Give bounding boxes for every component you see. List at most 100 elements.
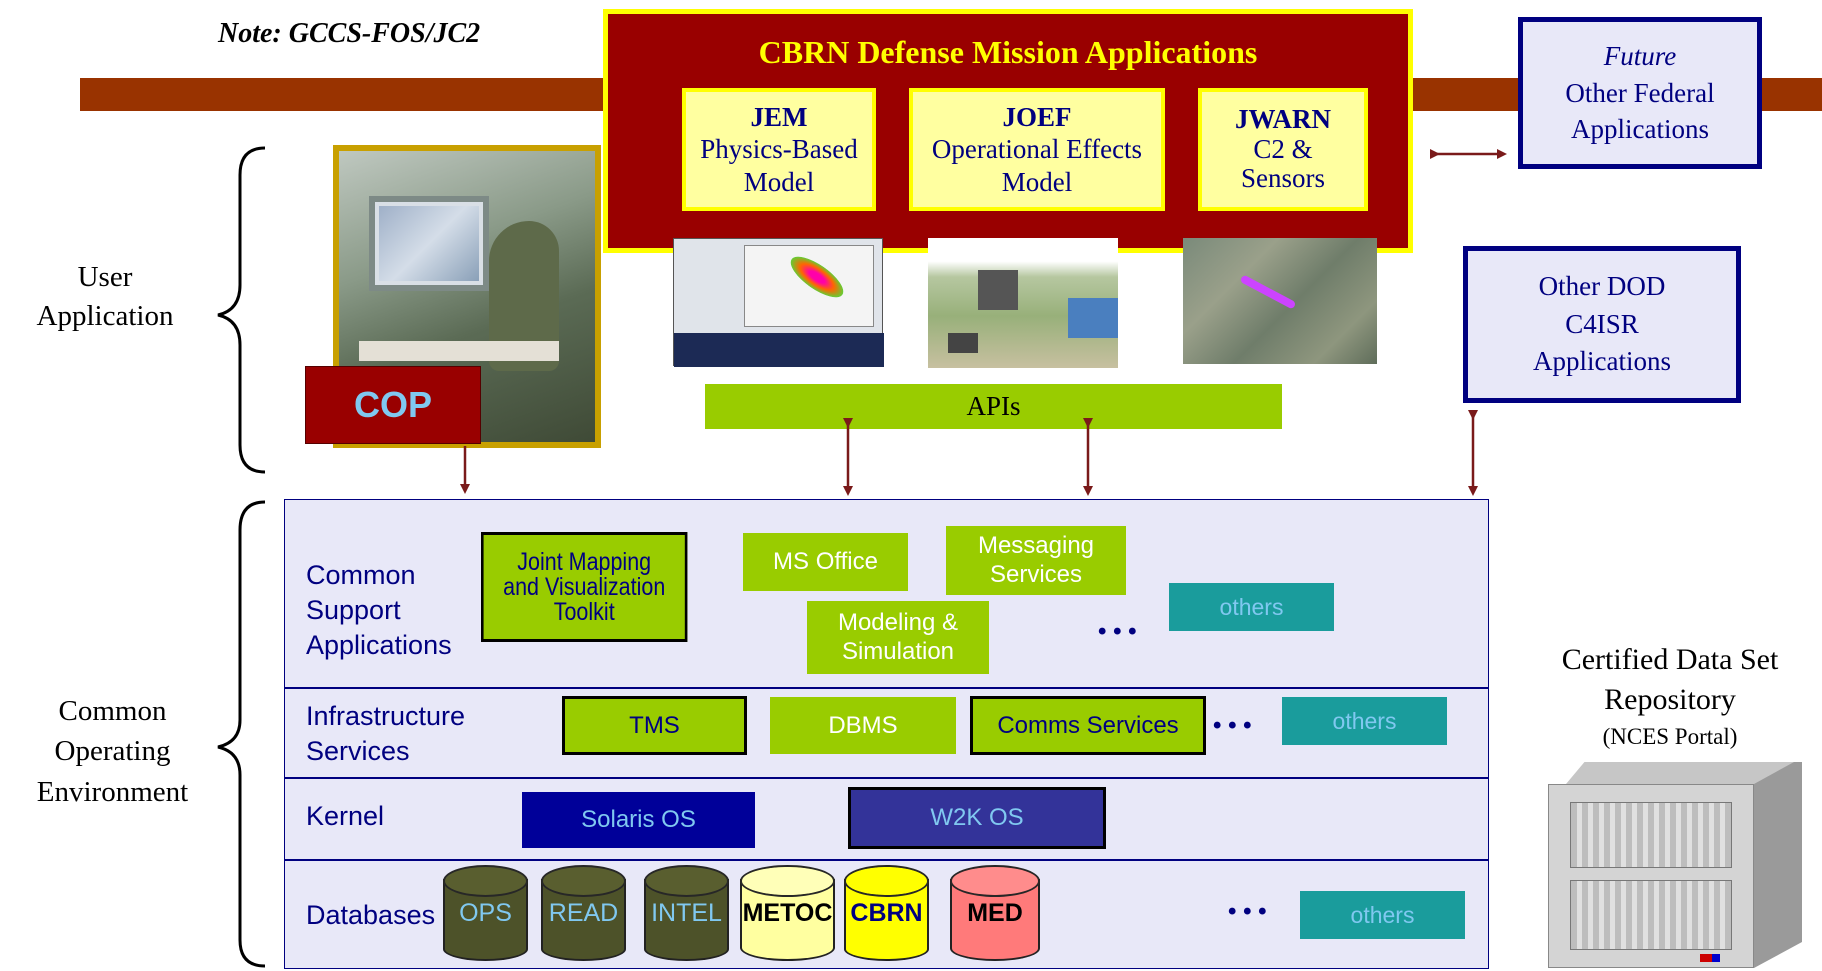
database-label: METOC [742,899,833,927]
messaging-line: Messaging [977,531,1095,559]
cop-label: COP [353,384,432,425]
joef-effects-screenshot [928,238,1118,368]
user-app-brace [217,146,266,474]
database-cylinder[interactable]: METOC [740,865,835,961]
joef-name: JOEF [1002,101,1072,132]
mission-title: CBRN Defense Mission Applications [758,34,1258,70]
layer-separator [285,777,1488,779]
future-federal-box[interactable]: Future Other Federal Applications [1518,17,1762,169]
csa-ellipsis: • • • [1098,618,1137,645]
db-others-box[interactable]: others [1300,891,1465,939]
csa-label-line: Support [306,595,401,626]
jem-name: JEM [750,101,808,132]
future-line1: Other Federal [1565,77,1715,108]
coe-line2: Operating [54,735,171,768]
coe-line1: Common [58,694,167,727]
csa-label: Common Support Applications [306,558,452,663]
user-application-label: User Application [37,252,174,342]
database-cylinder[interactable]: OPS [443,865,528,961]
ms-office-box[interactable]: MS Office [743,533,908,591]
csa-label-line: Applications [306,630,452,661]
infra-others-label: others [1332,707,1397,734]
jem-box[interactable]: JEM Physics-Based Model [682,88,876,211]
ms-office-label: MS Office [773,548,878,575]
modeling-line: Simulation [841,637,955,665]
joef-box[interactable]: JOEF Operational Effects Model [909,88,1165,211]
apis-bar[interactable]: APIs [705,384,1282,429]
infra-ellipsis: • • • [1213,712,1252,739]
db-others-label: others [1350,901,1415,928]
dod-line2: C4ISR [1565,308,1639,339]
database-label: INTEL [651,899,722,927]
jmvt-box[interactable]: Joint Mapping and Visualization Toolkit [481,532,688,642]
repo-line3: (NCES Portal) [1602,723,1738,749]
database-label: READ [548,899,619,927]
coe-label: Common Operating Environment [15,684,210,819]
repo-line1: Certified Data Set [1561,642,1779,676]
coe-line3: Environment [36,775,189,808]
comms-box[interactable]: Comms Services [970,696,1206,755]
csa-others-box[interactable]: others [1169,583,1334,631]
w2k-label: W2K OS [930,804,1024,831]
database-label: OPS [459,899,512,927]
dod-line1: Other DOD [1538,270,1666,301]
layer-separator [285,687,1488,689]
solaris-box[interactable]: Solaris OS [522,792,755,848]
database-cylinder[interactable]: MED [950,865,1040,961]
server-icon [1548,762,1816,968]
other-dod-box[interactable]: Other DOD C4ISR Applications [1463,246,1741,403]
solaris-label: Solaris OS [581,806,696,833]
coe-frame: Common Support Applications Joint Mappin… [284,499,1489,969]
dbms-label: DBMS [828,711,898,739]
database-cylinder[interactable]: READ [541,865,626,961]
repository-label: Certified Data Set Repository (NCES Port… [1520,636,1820,756]
csa-others-label: others [1219,593,1284,620]
jwarn-line2: Sensors [1240,163,1325,194]
jmvt-line: Joint Mapping [517,547,652,576]
joef-line1: Operational Effects [931,134,1143,165]
dbms-box[interactable]: DBMS [770,697,956,754]
user-app-line2: Application [36,300,174,332]
jem-plume-screenshot [673,238,884,367]
user-app-line1: User [77,260,133,293]
future-italic: Future [1603,41,1677,72]
comms-label: Comms Services [997,711,1179,739]
coe-brace [217,500,266,968]
tms-box[interactable]: TMS [562,696,747,755]
messaging-box[interactable]: Messaging Services [946,526,1126,595]
infra-label: Infrastructure Services [306,699,465,769]
jwarn-line1: C2 & [1253,133,1313,164]
future-line2: Applications [1571,114,1709,145]
database-cylinder[interactable]: CBRN [844,865,929,961]
modeling-line: Modeling & [837,608,959,636]
infra-label-line: Infrastructure [306,701,466,731]
note-text: Note: GCCS-FOS/JC2 [218,18,481,49]
jem-line1: Physics-Based [700,134,858,165]
databases-label: Databases [306,900,436,930]
jmvt-line: Toolkit [553,597,615,626]
database-label: CBRN [850,899,923,927]
messaging-line: Services [989,560,1083,588]
cop-box[interactable]: COP [305,366,481,444]
modeling-box[interactable]: Modeling & Simulation [807,601,989,674]
w2k-box[interactable]: W2K OS [848,787,1106,849]
repo-line2: Repository [1604,683,1736,717]
csa-label-line: Common [306,560,416,590]
infra-others-box[interactable]: others [1282,697,1447,745]
dod-line3: Applications [1533,346,1671,377]
tms-label: TMS [629,711,680,739]
jwarn-terrain-screenshot [1183,238,1377,364]
jwarn-box[interactable]: JWARN C2 & Sensors [1198,88,1368,211]
jem-line2: Model [743,166,815,197]
infra-label-line: Services [306,736,410,767]
apis-label: APIs [966,391,1021,421]
joef-line2: Model [1001,166,1073,197]
jmvt-line: and Visualization [503,572,666,601]
kernel-label: Kernel [306,801,385,831]
database-label: MED [967,899,1023,927]
jwarn-name: JWARN [1234,103,1331,134]
database-cylinder[interactable]: INTEL [644,865,729,961]
layer-separator [285,859,1488,861]
db-ellipsis: • • • [1228,898,1267,925]
